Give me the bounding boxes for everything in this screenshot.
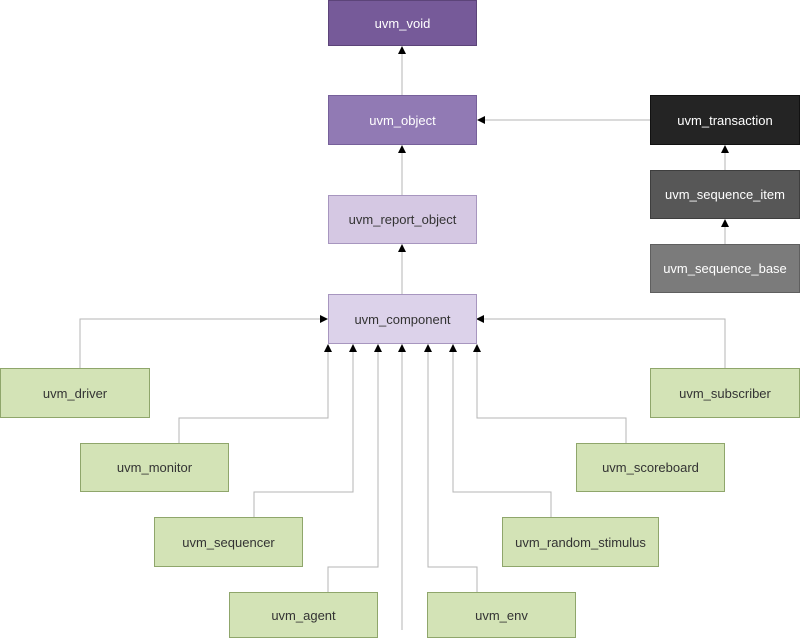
node-uvm-subscriber: uvm_subscriber [650,368,800,418]
edge-subscriber-to-component [476,315,726,368]
node-uvm-sequence-base: uvm_sequence_base [650,244,800,293]
node-uvm-driver: uvm_driver [0,368,150,418]
node-label: uvm_agent [271,607,336,623]
node-uvm-object: uvm_object [328,95,477,145]
node-label: uvm_monitor [116,460,193,475]
node-label: uvm_sequencer [182,534,275,550]
node-uvm-transaction: uvm_transaction [650,95,800,145]
edge-env-to-component [424,344,478,592]
node-uvm-env: uvm_env [427,592,576,638]
node-uvm-random-stimulus: uvm_random_stimulus [502,517,659,567]
node-label: uvm_driver [42,385,108,401]
node-label: uvm_void [374,15,431,31]
node-label: uvm_subscriber [679,385,771,401]
node-uvm-component: uvm_component [328,294,477,344]
node-label: uvm_component [354,311,451,327]
node-uvm-void: uvm_void [328,0,477,46]
node-label: uvm_sequence_base [663,261,787,276]
node-uvm-sequence-item: uvm_sequence_item [650,170,800,219]
node-label: uvm_object [369,112,436,128]
node-uvm-scoreboard: uvm_scoreboard [576,443,725,492]
edge-agent-to-component [327,344,382,592]
node-label: uvm_random_stimulus [515,534,646,550]
edge-driver-to-component [79,315,328,368]
node-uvm-monitor: uvm_monitor [80,443,229,492]
node-label: uvm_scoreboard [602,460,699,475]
edge-scoreboard-to-component [473,344,627,443]
node-uvm-sequencer: uvm_sequencer [154,517,303,567]
node-label: uvm_sequence_item [665,187,785,202]
edge-random-stimulus-to-component [449,344,552,517]
edge-sequencer-to-component [253,344,357,517]
node-label: uvm_transaction [677,112,773,128]
node-label: uvm_env [475,607,528,623]
edge-monitor-to-component [178,344,332,443]
node-uvm-agent: uvm_agent [229,592,378,638]
node-label: uvm_report_object [348,212,457,227]
node-uvm-report-object: uvm_report_object [328,195,477,244]
